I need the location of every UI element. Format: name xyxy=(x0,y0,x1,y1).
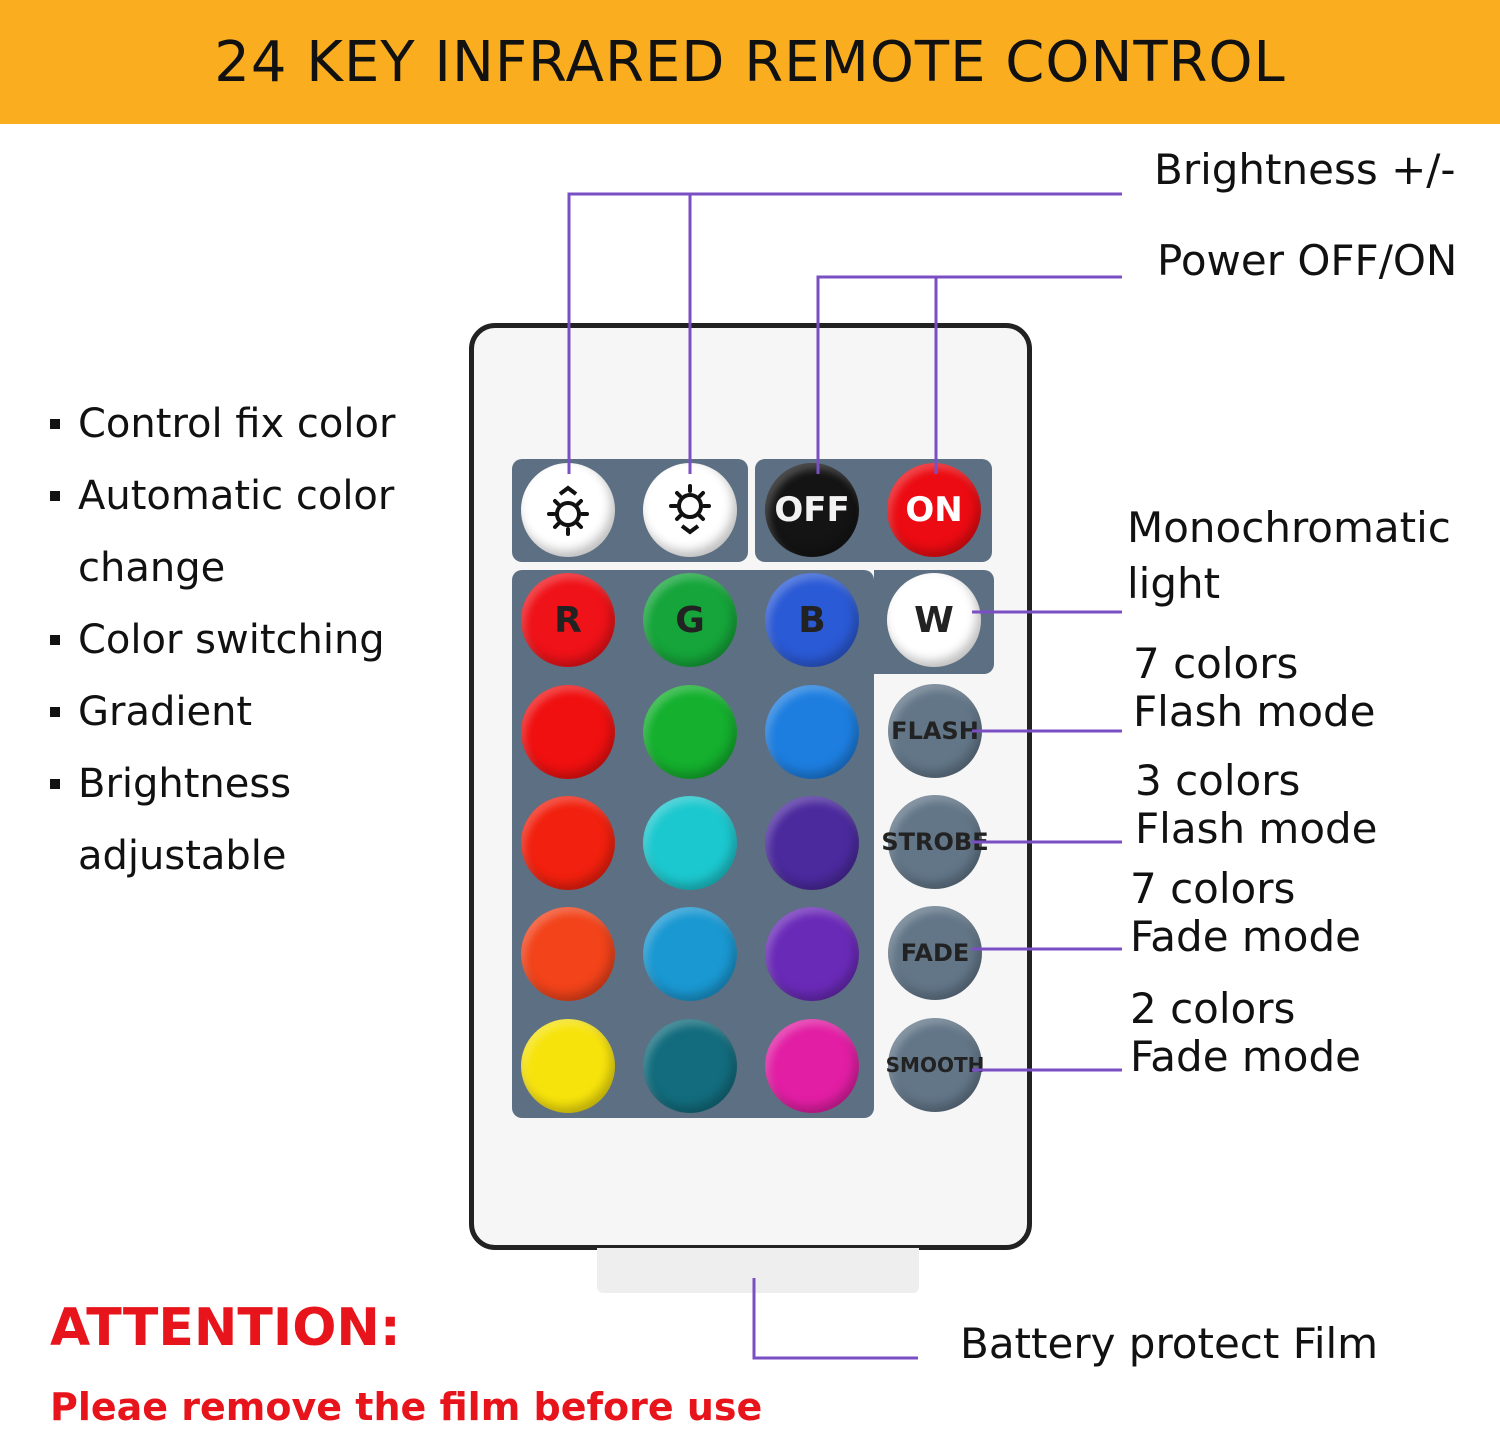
brightness-down-button[interactable] xyxy=(643,463,737,557)
brightness-label: Brightness +/- xyxy=(1154,145,1456,194)
color-button[interactable] xyxy=(521,907,615,1001)
page-title: 24 KEY INFRARED REMOTE CONTROL xyxy=(214,29,1286,95)
strobe-label: 3 colors xyxy=(1135,756,1301,805)
brightness-up-button[interactable] xyxy=(521,463,615,557)
bullet-icon xyxy=(50,779,60,789)
color-button[interactable] xyxy=(643,796,737,890)
brightness-leader-line xyxy=(567,192,1122,474)
fade-label: Fade mode xyxy=(1130,912,1361,961)
mono-label: light xyxy=(1127,559,1221,608)
power-leader-line xyxy=(816,275,1122,474)
green-button[interactable]: G xyxy=(643,573,737,667)
color-button[interactable] xyxy=(643,907,737,1001)
film-label: Battery protect Film xyxy=(960,1319,1379,1368)
flash-label: Flash mode xyxy=(1133,687,1376,736)
fade-label: 7 colors xyxy=(1130,864,1296,913)
attention-note: Pleae remove the film before use xyxy=(50,1385,763,1429)
attention-heading: ATTENTION: xyxy=(50,1298,401,1358)
fade-button[interactable]: FADE xyxy=(888,906,982,1000)
feature-item: Brightness adjustable xyxy=(50,748,450,892)
flash-label: 7 colors xyxy=(1133,639,1299,688)
bullet-icon xyxy=(50,491,60,501)
color-button[interactable] xyxy=(765,685,859,779)
color-button[interactable] xyxy=(521,1019,615,1113)
smooth-label: Fade mode xyxy=(1130,1032,1361,1081)
smooth-label: 2 colors xyxy=(1130,984,1296,1033)
feature-list: Control fix color Automatic color change… xyxy=(50,388,450,892)
film-leader-line xyxy=(752,1278,918,1360)
white-button[interactable]: W xyxy=(887,573,981,667)
strobe-label: Flash mode xyxy=(1135,804,1378,853)
sun-up-icon xyxy=(547,485,589,536)
color-button[interactable] xyxy=(765,1019,859,1113)
feature-item: Control fix color xyxy=(50,388,450,460)
feature-item: Automatic color change xyxy=(50,460,450,604)
color-button[interactable] xyxy=(643,685,737,779)
title-banner: 24 KEY INFRARED REMOTE CONTROL xyxy=(0,0,1500,124)
flash-button[interactable]: FLASH xyxy=(888,684,982,778)
mono-label: Monochromatic xyxy=(1127,503,1451,552)
color-button[interactable] xyxy=(765,907,859,1001)
feature-item: Gradient xyxy=(50,676,450,748)
off-button[interactable]: OFF xyxy=(765,463,859,557)
strobe-button[interactable]: STROBE xyxy=(881,795,989,889)
bullet-icon xyxy=(50,635,60,645)
red-button[interactable]: R xyxy=(521,573,615,667)
smooth-button[interactable]: SMOOTH xyxy=(886,1018,984,1112)
blue-button[interactable]: B xyxy=(765,573,859,667)
color-button[interactable] xyxy=(521,685,615,779)
color-button[interactable] xyxy=(643,1019,737,1113)
sun-down-icon xyxy=(669,484,711,535)
bullet-icon xyxy=(50,419,60,429)
color-button[interactable] xyxy=(765,796,859,890)
power-label: Power OFF/ON xyxy=(1157,236,1458,285)
on-button[interactable]: ON xyxy=(887,463,981,557)
color-button[interactable] xyxy=(521,796,615,890)
feature-item: Color switching xyxy=(50,604,450,676)
bullet-icon xyxy=(50,707,60,717)
battery-protect-film[interactable] xyxy=(597,1248,919,1293)
